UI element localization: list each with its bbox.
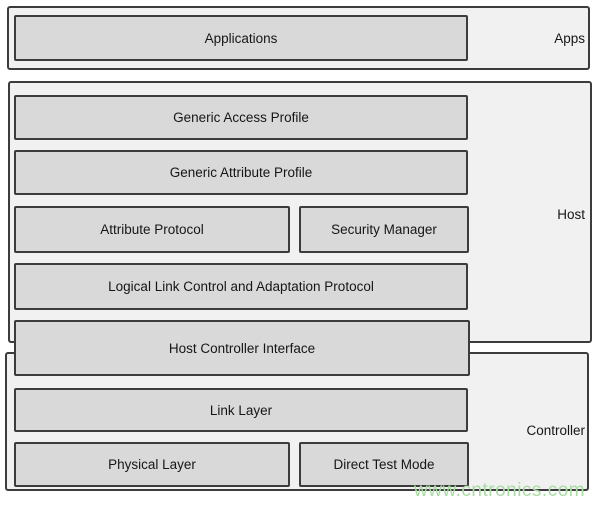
block-generic-attribute-profile: Generic Attribute Profile: [14, 150, 468, 195]
block-attribute-protocol: Attribute Protocol: [14, 206, 290, 253]
block-physical-layer: Physical Layer: [14, 442, 290, 487]
section-label-apps: Apps: [554, 31, 585, 46]
block-host-controller-interface: Host Controller Interface: [14, 320, 470, 376]
block-l2cap: Logical Link Control and Adaptation Prot…: [14, 263, 468, 310]
block-direct-test-mode: Direct Test Mode: [299, 442, 469, 487]
section-label-controller: Controller: [526, 423, 585, 438]
block-generic-access-profile: Generic Access Profile: [14, 95, 468, 140]
block-security-manager: Security Manager: [299, 206, 469, 253]
watermark-text: www.cntronics.com: [414, 480, 586, 501]
block-link-layer: Link Layer: [14, 388, 468, 432]
section-label-host: Host: [557, 207, 585, 222]
block-applications: Applications: [14, 15, 468, 61]
